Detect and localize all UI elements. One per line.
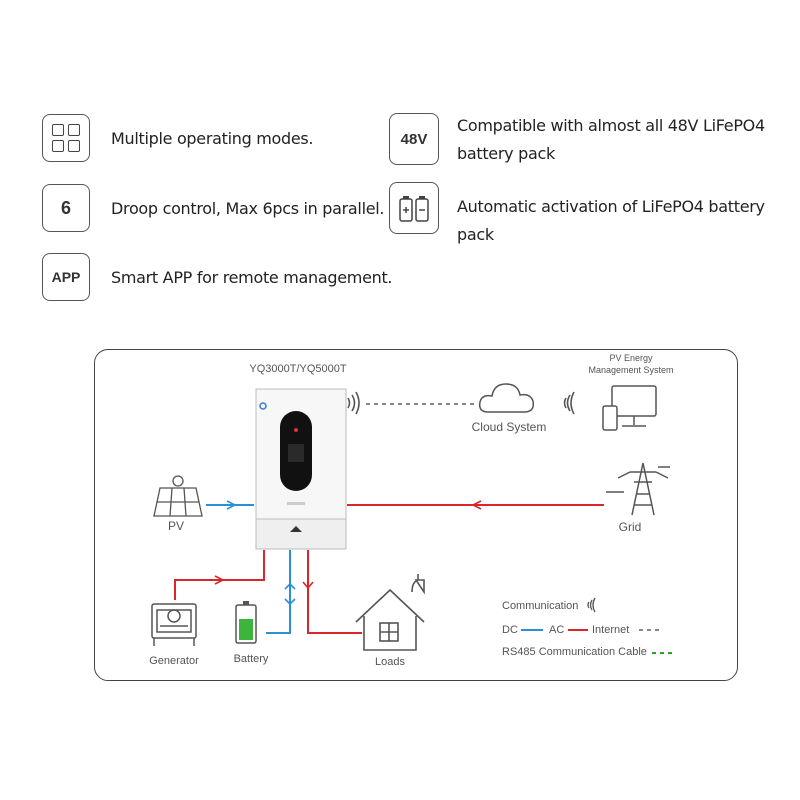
monitor-icon (602, 385, 657, 431)
generator-label: Generator (149, 655, 199, 667)
pv-label: PV (168, 519, 184, 533)
battery-dc-down-arrow (284, 598, 296, 606)
cloud-system-label: Cloud System (472, 420, 547, 434)
loads-label: Loads (375, 656, 405, 668)
voltage-badge: 48V (389, 113, 439, 165)
battery-dc-up-arrow (284, 582, 296, 590)
battery-dc-line (266, 550, 291, 634)
legend-rs485-label: RS485 Communication Cable (502, 646, 647, 658)
feature-compatible-line1: Compatible with almost all 48V LiFePO4 (457, 116, 765, 135)
battery-label: Battery (234, 653, 269, 665)
generator-icon (151, 603, 197, 646)
feature-compatible-line2: battery pack (457, 144, 555, 163)
ems-label-line1: PV Energy (609, 353, 653, 363)
ems-label-line2: Management System (588, 365, 673, 375)
house-icon (355, 574, 425, 651)
inverter-icon (255, 388, 347, 550)
battery-pack-badge (389, 182, 439, 234)
app-badge: APP (42, 253, 90, 301)
battery-icon (235, 601, 257, 644)
legend-internet-label: Internet (592, 624, 629, 636)
loads-ac-arrow (302, 581, 314, 590)
loads-ac-line (307, 550, 362, 634)
system-diagram-panel (94, 349, 738, 681)
feature-auto-activation: Automatic activation of LiFePO4 battery … (457, 197, 765, 244)
legend-communication-label: Communication (502, 600, 578, 612)
parallel-count-badge: 6 (42, 184, 90, 232)
grid-label: Grid (619, 520, 642, 534)
legend-dc-label: DC (502, 624, 518, 636)
inverter-wifi-icon (347, 391, 360, 415)
legend-communication-icon (587, 597, 596, 613)
generator-ac-line (174, 550, 265, 600)
power-tower-icon (606, 462, 670, 516)
operating-modes-icon (52, 124, 80, 152)
inverter-model-label: YQ3000T/YQ5000T (249, 363, 347, 375)
operating-modes-badge (42, 114, 90, 162)
battery-pack-icon (399, 196, 429, 222)
feature-operating-modes: Multiple operating modes. (111, 129, 314, 148)
cloud-wifi-icon (563, 391, 575, 415)
feature-smart-app: Smart APP for remote management. (111, 268, 393, 287)
cloud-icon (478, 383, 535, 413)
solar-panel-icon (153, 475, 203, 517)
legend-ac-label: AC (549, 624, 564, 636)
feature-droop-control: Droop control, Max 6pcs in parallel. (111, 199, 385, 218)
